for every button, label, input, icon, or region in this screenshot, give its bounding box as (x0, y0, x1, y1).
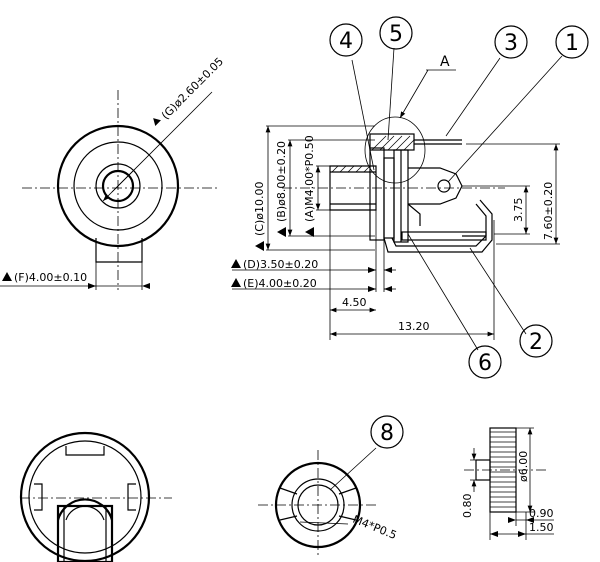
dim-600-label: ø6.00 (517, 451, 530, 482)
dim-c-label: (C)ø10.00 (253, 182, 266, 236)
dim-b-label: (B)ø8.00±0.20 (275, 141, 288, 222)
svg-text:6: 6 (478, 351, 492, 376)
dim-f-label: (F)4.00±0.10 (14, 271, 87, 284)
dim-e-label: (E)4.00±0.20 (243, 277, 317, 290)
dim-g-label: (G)ø2.60±0.05 (159, 55, 226, 122)
svg-text:1: 1 (565, 31, 579, 56)
dim-d-label: (D)3.50±0.20 (243, 258, 318, 271)
balloons: 4 5 3 1 2 6 8 (329, 16, 589, 449)
svg-text:3: 3 (504, 31, 518, 56)
front-view: (G)ø2.60±0.05 (F)4.00±0.10 (0, 55, 226, 290)
dim-150-label: 1.50 (529, 521, 554, 534)
side-view: (C)ø10.00 (B)ø8.00±0.20 (A)M4.00*P0.50 (… (231, 47, 563, 351)
svg-text:8: 8 (380, 421, 394, 446)
dim-450-label: 4.50 (342, 296, 367, 309)
dim-a-label: (A)M4.00*P0.50 (303, 135, 316, 222)
knurl-view: ø6.00 0.80 0.90 1.50 (461, 427, 554, 540)
balloon-6: 6 (468, 345, 502, 379)
rear-view (19, 431, 172, 562)
svg-text:4: 4 (339, 29, 353, 54)
dim-090-label: 0.90 (529, 507, 554, 520)
dim-760-label: 7.60±0.20 (542, 182, 555, 240)
balloon-2: 2 (519, 324, 553, 358)
svg-text:5: 5 (389, 22, 403, 47)
dim-thread-label: M4*P0.5 (351, 513, 399, 542)
section-a-label: A (440, 54, 450, 70)
balloon-5: 5 (379, 16, 413, 50)
balloon-1: 1 (555, 25, 589, 59)
dim-080-label: 0.80 (461, 494, 474, 519)
dim-375-label: 3.75 (512, 198, 525, 223)
dim-1320-label: 13.20 (398, 320, 430, 333)
balloon-3: 3 (494, 25, 528, 59)
balloon-8: 8 (370, 415, 404, 449)
balloon-4: 4 (329, 23, 363, 57)
nut-view: M4*P0.5 (258, 447, 399, 555)
svg-text:2: 2 (529, 330, 543, 355)
